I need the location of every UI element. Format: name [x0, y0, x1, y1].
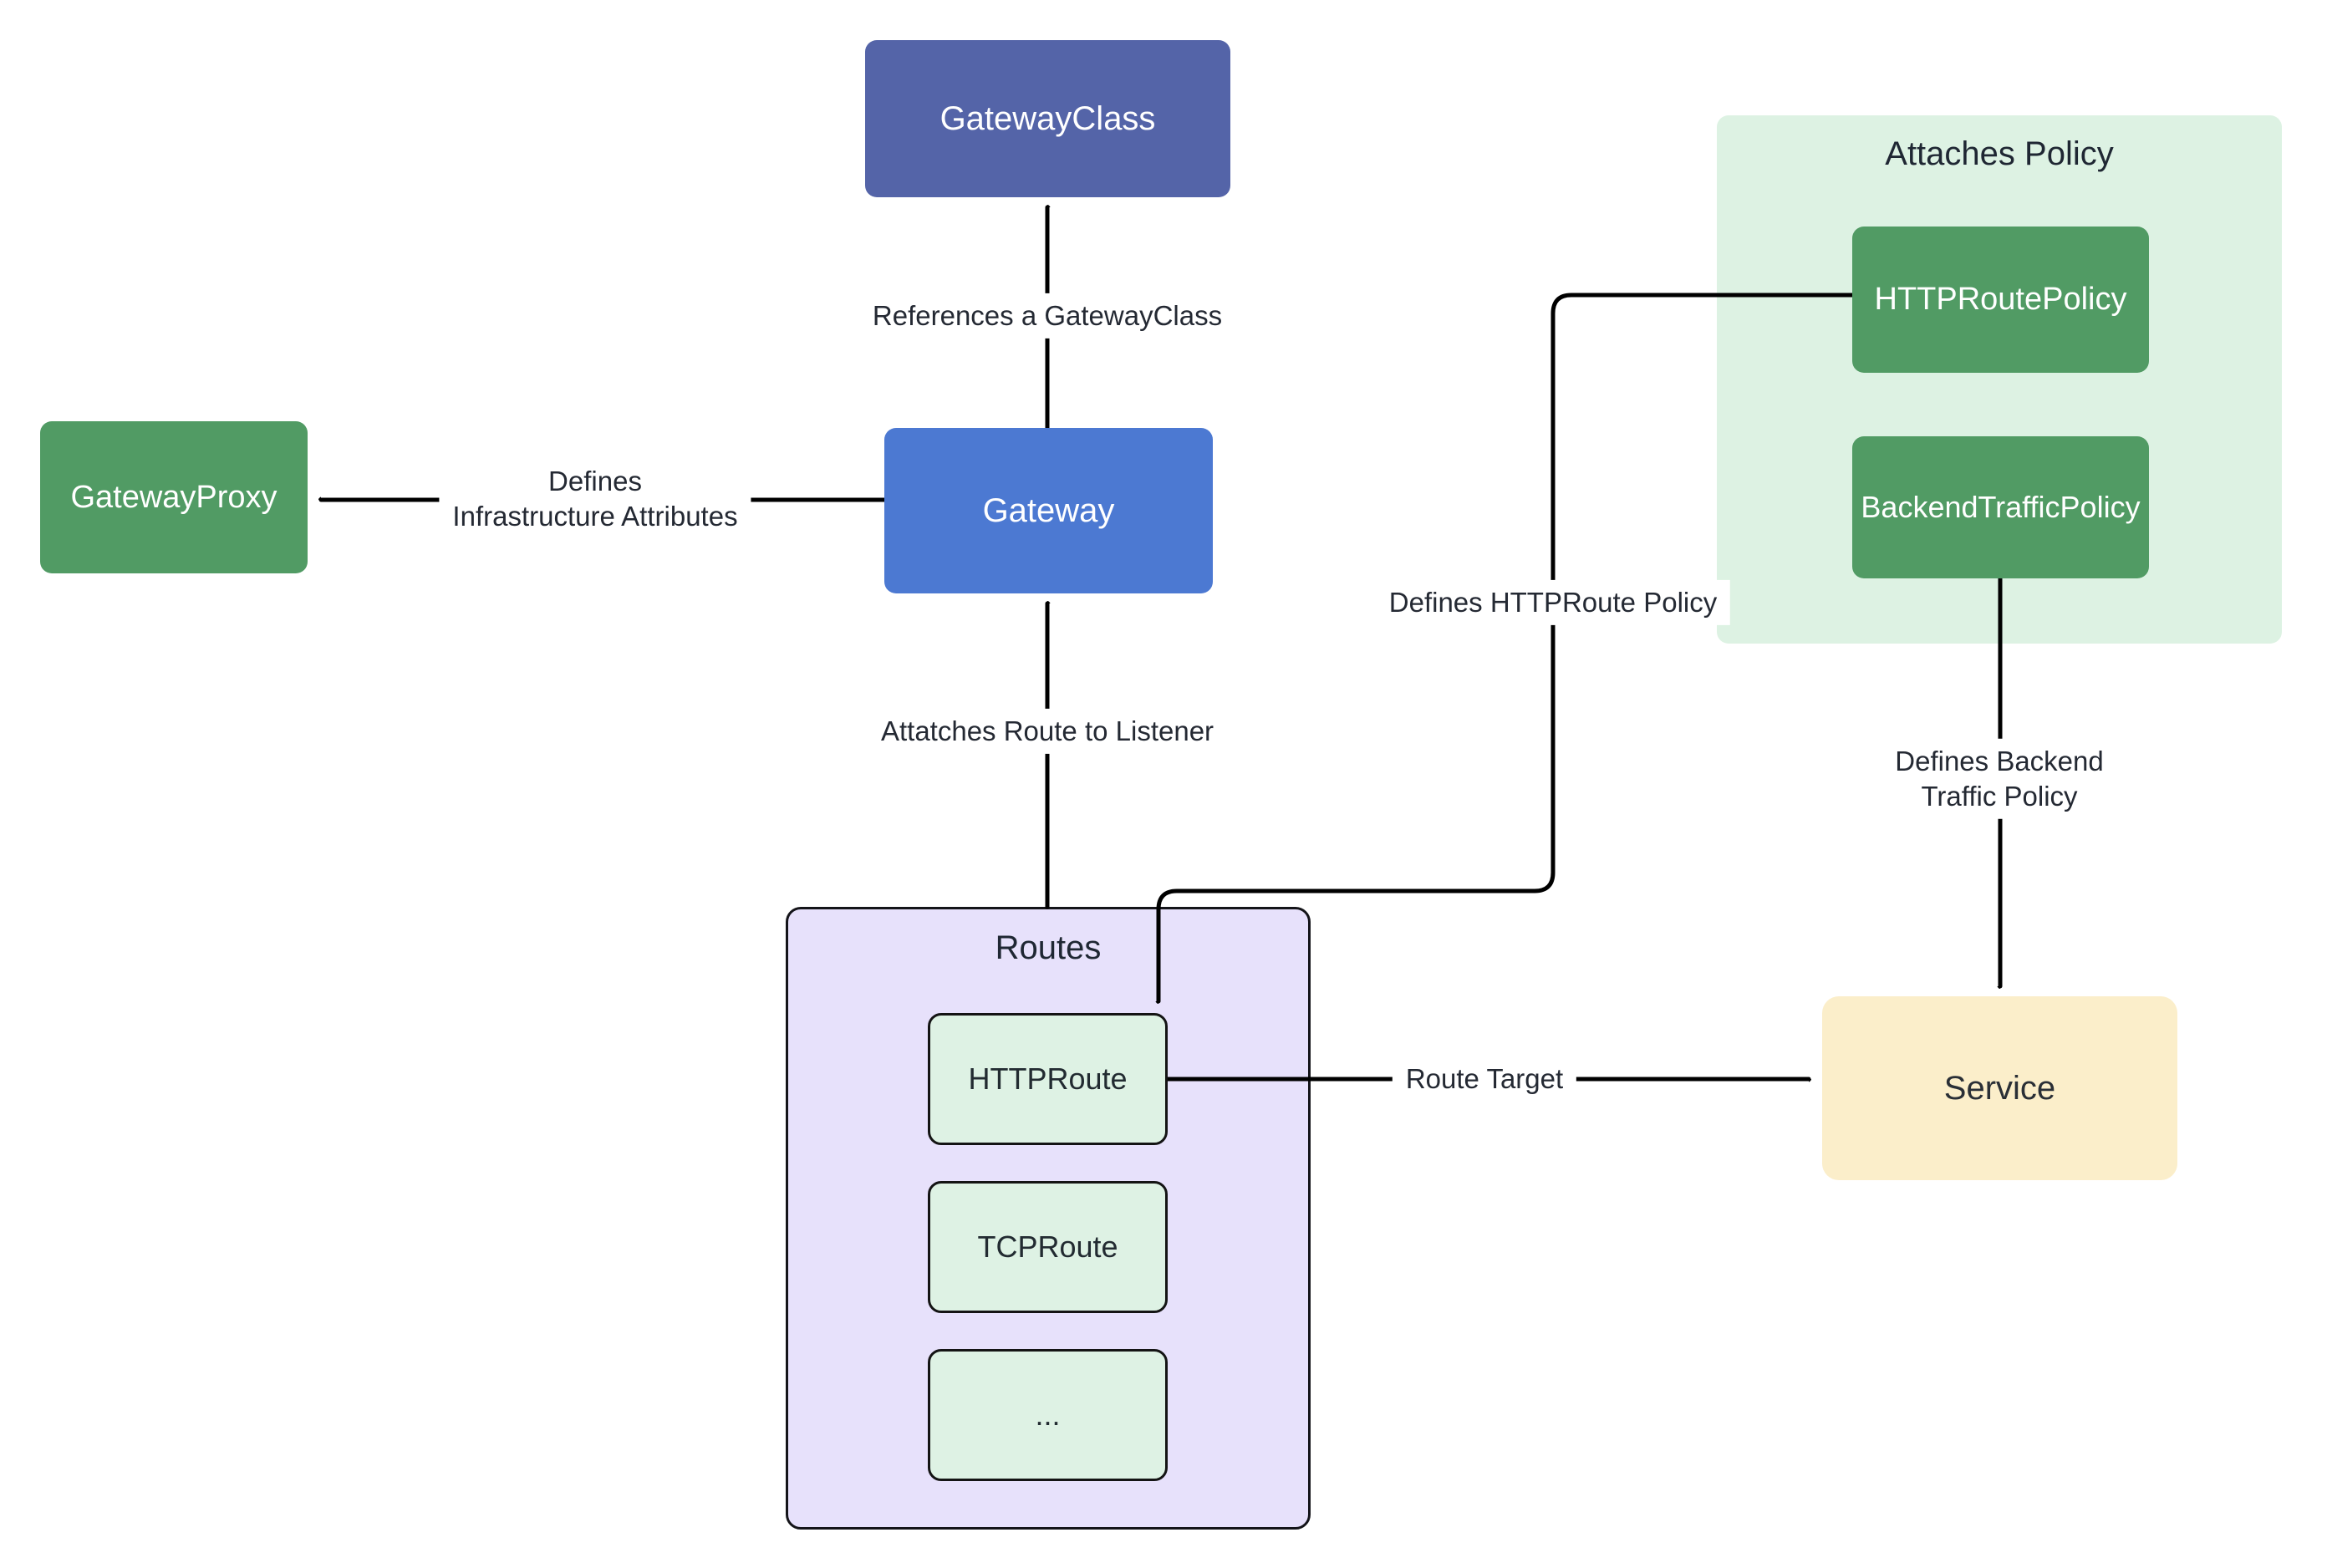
- node-service: Service: [1822, 996, 2177, 1180]
- node-httproutepolicy: HTTPRoutePolicy: [1852, 227, 2149, 373]
- edge-label-defines-httproute-policy: Defines HTTPRoute Policy: [1375, 579, 1731, 626]
- node-gateway: Gateway: [884, 428, 1213, 593]
- node-more-routes: ...: [928, 1349, 1168, 1481]
- node-tcproute: TCPRoute: [928, 1181, 1168, 1313]
- edge-label-defines-infrastructure-line1: Defines: [548, 465, 642, 496]
- node-backendtrafficpolicy: BackendTrafficPolicy: [1852, 436, 2149, 578]
- edge-label-attaches-route-to-listener: Attatches Route to Listener: [867, 708, 1228, 755]
- node-gatewayproxy: GatewayProxy: [40, 421, 308, 573]
- edge-label-defines-backend-line1: Defines Backend: [1895, 745, 2104, 776]
- node-httproute: HTTPRoute: [928, 1013, 1168, 1145]
- attaches-policy-group-title: Attaches Policy: [1885, 135, 2114, 172]
- edge-label-references-gatewayclass: References a GatewayClass: [858, 293, 1236, 339]
- edge-label-defines-backend-line2: Traffic Policy: [1921, 781, 2078, 812]
- edge-label-defines-infrastructure-line2: Infrastructure Attributes: [452, 501, 738, 532]
- edge-label-defines-infrastructure: Defines Infrastructure Attributes: [439, 458, 751, 540]
- edge-label-defines-backend-traffic: Defines Backend Traffic Policy: [1881, 738, 2117, 820]
- node-gatewayclass: GatewayClass: [865, 40, 1230, 197]
- routes-group-title: Routes: [995, 929, 1102, 966]
- edge-label-route-target: Route Target: [1392, 1056, 1577, 1102]
